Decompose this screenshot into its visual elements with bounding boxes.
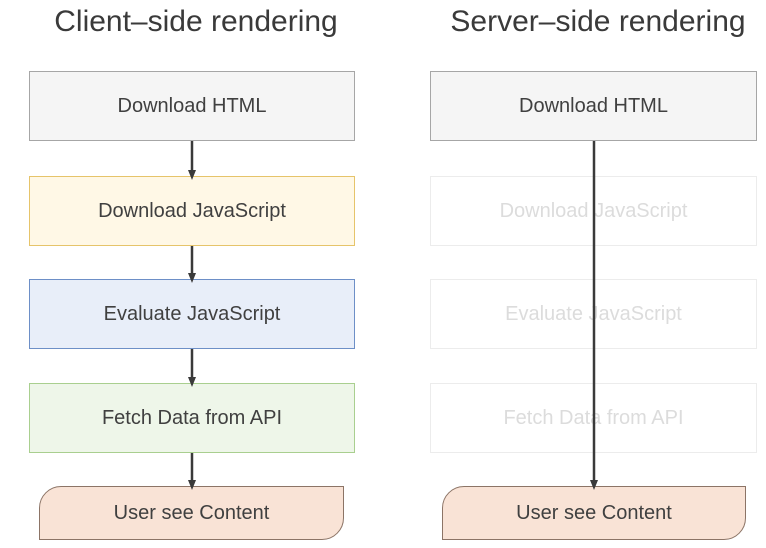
server-evaluate-js-label: Evaluate JavaScript — [505, 302, 682, 325]
server-fetch-api-box-faded: Fetch Data from API — [430, 383, 757, 453]
client-download-html-label: Download HTML — [117, 94, 267, 117]
client-fetch-api-box: Fetch Data from API — [29, 383, 355, 453]
server-download-js-box-faded: Download JavaScript — [430, 176, 757, 246]
server-evaluate-js-box-faded: Evaluate JavaScript — [430, 279, 757, 349]
client-download-html-box: Download HTML — [29, 71, 355, 141]
server-side-title: Server–side rendering — [450, 5, 746, 38]
client-download-js-box: Download JavaScript — [29, 176, 355, 246]
client-download-js-label: Download JavaScript — [98, 199, 286, 222]
server-download-html-box: Download HTML — [430, 71, 757, 141]
client-user-content-box: User see Content — [39, 486, 344, 540]
server-download-js-label: Download JavaScript — [499, 199, 688, 222]
server-fetch-api-label: Fetch Data from API — [503, 406, 684, 429]
client-evaluate-js-label: Evaluate JavaScript — [103, 302, 281, 325]
server-download-html-label: Download HTML — [519, 94, 668, 117]
server-user-content-box: User see Content — [442, 486, 746, 540]
client-side-title: Client–side rendering — [54, 5, 338, 38]
server-user-content-label: User see Content — [516, 501, 672, 524]
client-evaluate-js-box: Evaluate JavaScript — [29, 279, 355, 349]
client-fetch-api-label: Fetch Data from API — [101, 406, 283, 429]
client-user-content-label: User see Content — [113, 501, 270, 524]
